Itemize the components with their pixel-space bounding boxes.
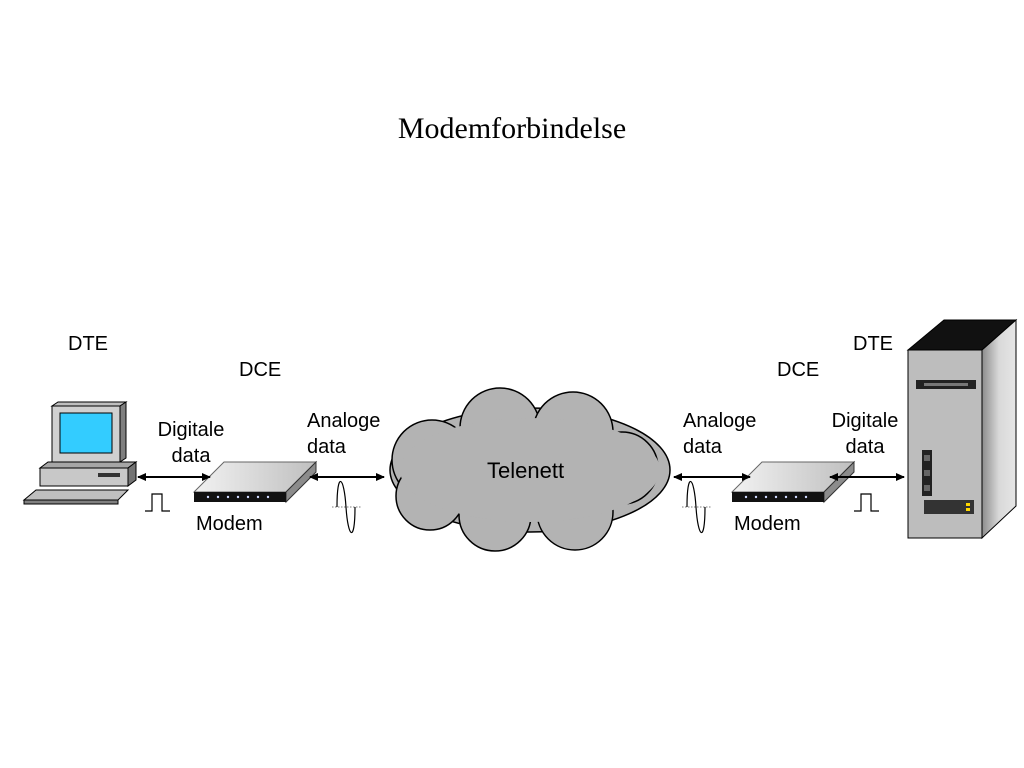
analog-data-right-line1: Analoge xyxy=(683,410,757,432)
digital-data-right-line2: data xyxy=(845,436,885,458)
diagram-title: Modemforbindelse xyxy=(397,112,627,145)
modem-left-label: Modem xyxy=(196,513,263,535)
analog-data-left-line2: data xyxy=(307,436,346,458)
analog-data-right-label: Analoge data xyxy=(683,408,756,460)
digital-data-right-label: Digitale data xyxy=(822,408,908,460)
computer-icon xyxy=(22,401,138,505)
digital-pulse-left-icon xyxy=(145,493,170,512)
analog-wave-right-icon xyxy=(682,480,712,534)
analog-data-left-label: Analoge data xyxy=(307,408,380,460)
dte-right-label: DTE xyxy=(853,333,893,355)
digital-data-left-line2: data xyxy=(171,445,211,467)
modem-right-label: Modem xyxy=(734,513,801,535)
modem-left-icon xyxy=(192,460,318,504)
modem-right-icon xyxy=(730,460,856,504)
digital-data-left-label: Digitale data xyxy=(148,417,234,469)
analog-data-left-line1: Analoge xyxy=(307,410,381,432)
dte-left-label: DTE xyxy=(68,333,108,355)
dce-right-label: DCE xyxy=(777,359,820,381)
digital-data-left-line1: Digitale xyxy=(157,419,225,441)
dce-left-label: DCE xyxy=(239,359,282,381)
server-icon xyxy=(906,318,1018,540)
analog-data-right-line2: data xyxy=(683,436,722,458)
network-label: Telenett xyxy=(487,458,565,483)
digital-data-right-line1: Digitale xyxy=(831,410,899,432)
digital-pulse-right-icon xyxy=(854,493,879,512)
analog-wave-left-icon xyxy=(332,480,362,534)
